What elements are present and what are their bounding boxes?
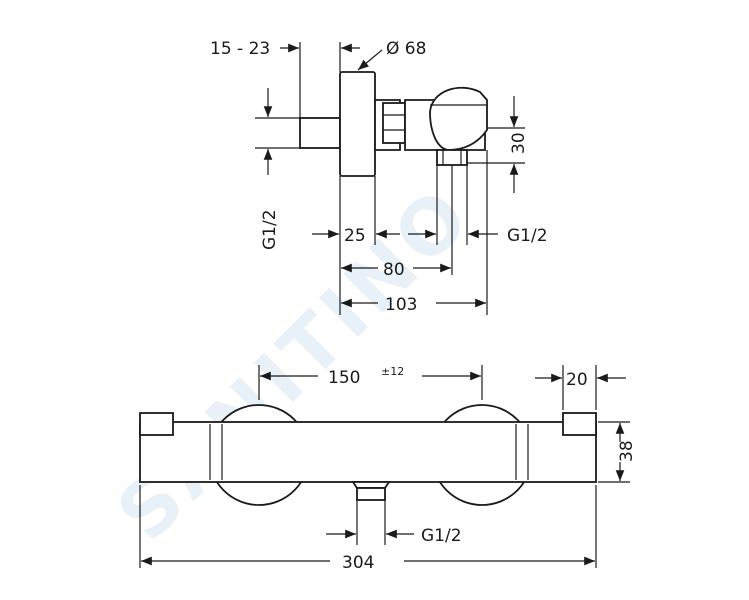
dim-total-304: 304	[342, 553, 374, 573]
dim-103: 103	[385, 295, 417, 315]
handle-hub	[429, 86, 488, 151]
bottom-outlet	[436, 149, 468, 166]
dim-thread-left: G1/2	[260, 209, 280, 250]
watermark-logo: SANITINO	[100, 168, 489, 557]
side-view: 15 - 23 Ø 68 G1/2 30 25 G1/2 80 103	[210, 39, 548, 315]
body-collar	[382, 102, 406, 144]
right-end-cap	[562, 412, 597, 436]
dim-end-20: 20	[566, 370, 588, 390]
dim-body-height-38: 38	[617, 440, 637, 462]
outlet-nipple	[356, 487, 386, 501]
dim-wall-offset: 15 - 23	[210, 39, 270, 59]
dim-diameter: Ø 68	[386, 39, 426, 59]
wall-connector	[299, 117, 341, 149]
left-end-cap	[139, 412, 174, 436]
dim-25: 25	[344, 226, 366, 246]
flange-disc	[339, 71, 376, 177]
dim-80: 80	[383, 260, 405, 280]
dim-centers-150: 150	[328, 368, 360, 388]
dim-height-30: 30	[509, 132, 529, 154]
dim-thread-right: G1/2	[507, 226, 548, 246]
dim-outlet-thread: G1/2	[421, 526, 462, 546]
front-view: 150 ±12 20 38 G1/2 304	[139, 365, 637, 573]
dim-centers-tolerance: ±12	[381, 365, 404, 378]
